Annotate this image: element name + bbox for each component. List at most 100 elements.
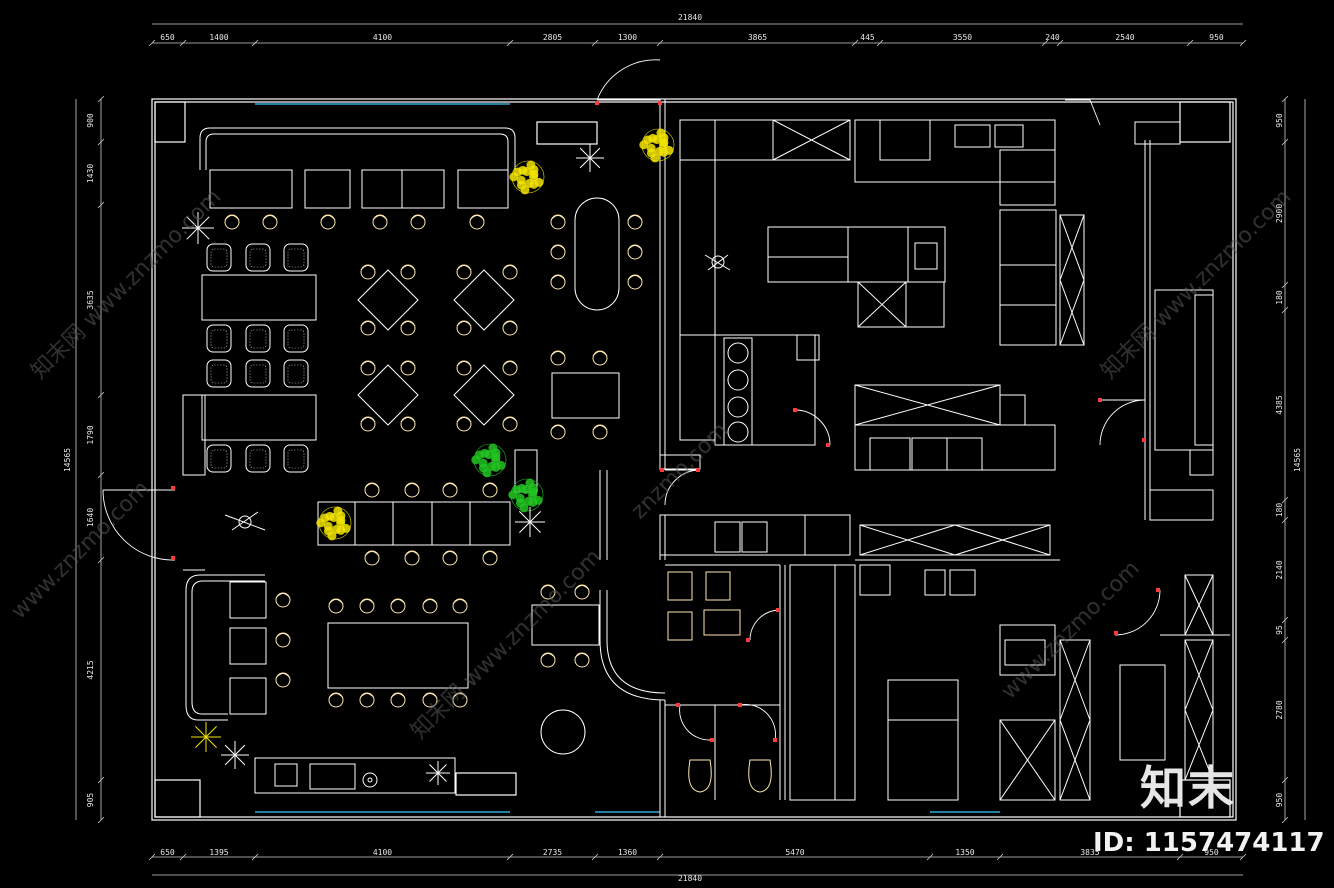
dim-tick: [1239, 39, 1247, 47]
dimension-ticks: [97, 39, 1289, 861]
dim-label: 2805: [543, 33, 562, 42]
armchairs-group: [206, 243, 309, 473]
chair: [627, 214, 643, 230]
dim-tick: [1281, 516, 1289, 524]
chair: [592, 424, 608, 440]
dim-tick: [148, 39, 156, 47]
chair: [404, 550, 420, 566]
armchair: [283, 444, 309, 473]
armchair: [245, 444, 271, 473]
chair: [400, 360, 416, 376]
door-endpoint: [1156, 588, 1160, 592]
dim-tick: [97, 95, 105, 103]
dim-tick: [97, 816, 105, 824]
plant-bush: [508, 478, 544, 513]
kitchen-lower: [714, 121, 1214, 801]
chair: [390, 598, 406, 614]
chair: [502, 360, 518, 376]
dim-tick: [179, 853, 187, 861]
chair: [262, 214, 278, 230]
door-endpoint: [171, 486, 175, 490]
dim-tick: [1281, 138, 1289, 146]
dim-tick: [1281, 306, 1289, 314]
brand-logo-text: 知末: [1140, 761, 1236, 815]
chair: [359, 598, 375, 614]
dim-label: 950: [1275, 793, 1284, 808]
left-long-tables: [201, 274, 317, 441]
dim-label: 1395: [209, 848, 228, 857]
dim-label: 2900: [1275, 204, 1284, 223]
chair: [275, 592, 291, 608]
chair: [400, 320, 416, 336]
chair: [540, 652, 556, 668]
dim-label: 4385: [1275, 395, 1284, 414]
watermark-layer: 知末网 www.znzmo.com znzmo.com 知末网 www.znzm…: [7, 184, 1297, 744]
dim-label: 1430: [86, 164, 95, 183]
dim-tick: [1041, 39, 1049, 47]
armchair: [245, 243, 271, 272]
dim-label: 180: [1275, 290, 1284, 305]
chair: [456, 320, 472, 336]
chair: [224, 214, 240, 230]
dim-tick: [1281, 616, 1289, 624]
armchair: [283, 324, 309, 353]
chair: [550, 424, 566, 440]
chair: [550, 274, 566, 290]
chair: [502, 416, 518, 432]
dim-tick: [1281, 776, 1289, 784]
dim-label: 900: [86, 113, 95, 128]
door-endpoint: [1114, 631, 1118, 635]
chair: [328, 692, 344, 708]
dim-label: 650: [160, 33, 175, 42]
dim-tick: [179, 39, 187, 47]
armchair: [245, 324, 271, 353]
dim-label: 4100: [373, 848, 392, 857]
dim-tick: [591, 853, 599, 861]
dim-label: 2140: [1275, 560, 1284, 579]
chair: [482, 482, 498, 498]
door-endpoint: [746, 638, 750, 642]
dim-label: 950: [1275, 113, 1284, 128]
bottom-counter: [254, 757, 456, 794]
dim-top-total: 21840: [678, 13, 702, 22]
plant-star: [182, 212, 214, 244]
chair: [364, 550, 380, 566]
door-endpoint: [660, 468, 664, 472]
watermark-text-1: 知末网 www.znzmo.com: [27, 184, 227, 384]
dim-tick: [876, 39, 884, 47]
dim-label: 1300: [618, 33, 637, 42]
dim-tick: [851, 39, 859, 47]
chair: [574, 652, 590, 668]
chair: [400, 264, 416, 280]
dim-tick: [1281, 95, 1289, 103]
chair: [404, 482, 420, 498]
dim-label: 4100: [373, 33, 392, 42]
door-endpoints: [171, 101, 1160, 742]
plant-bush: [316, 506, 352, 541]
dim-label: 1400: [209, 33, 228, 42]
armchair: [283, 359, 309, 388]
door-endpoint: [676, 703, 680, 707]
dim-label: 1640: [86, 508, 95, 527]
watermark-text-6: www.znzmo.com: [997, 556, 1145, 704]
dim-label: 180: [1275, 503, 1284, 518]
dim-label: 95: [1275, 625, 1284, 635]
dim-label: 2735: [543, 848, 562, 857]
dim-tick: [506, 853, 514, 861]
dim-label: 445: [860, 33, 875, 42]
oval-table: [574, 197, 620, 311]
chair: [482, 550, 498, 566]
lower-left-booth: [185, 574, 267, 721]
chair: [550, 244, 566, 260]
chair: [502, 264, 518, 280]
door-endpoint: [793, 408, 797, 412]
door-endpoint: [1098, 398, 1102, 402]
door-endpoint: [826, 443, 830, 447]
chair: [456, 416, 472, 432]
dim-tick: [97, 776, 105, 784]
chair: [469, 214, 485, 230]
person-icon: [224, 254, 731, 531]
dim-tick: [1281, 281, 1289, 289]
